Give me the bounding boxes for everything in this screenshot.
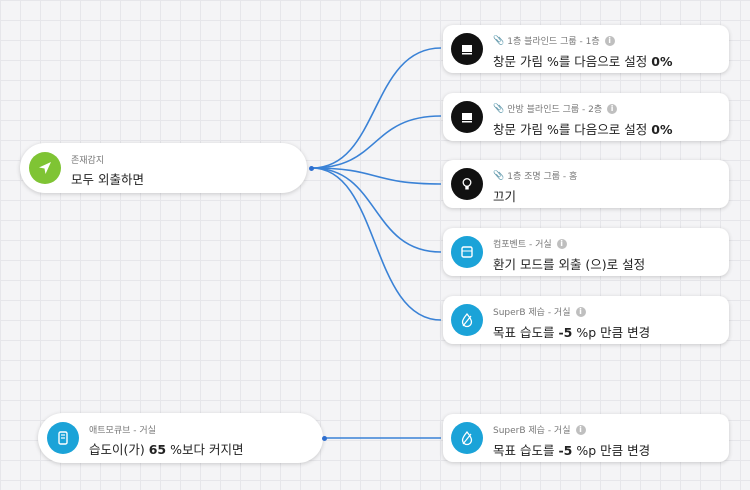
- action-icon: [451, 33, 483, 65]
- action-icon: [451, 101, 483, 133]
- wire-2: [311, 115, 442, 169]
- action-icon: [451, 422, 483, 454]
- trigger-icon: [47, 422, 79, 454]
- blind-icon: [462, 113, 472, 123]
- trigger-connector[interactable]: [309, 166, 314, 171]
- wire-3: [311, 167, 442, 185]
- action-icon: [451, 168, 483, 200]
- trigger-title: 습도이(가) 65 %보다 커지면: [89, 442, 244, 457]
- device-icon: [58, 431, 68, 445]
- trigger-card-presence[interactable]: 존재감지 모두 외출하면: [20, 143, 307, 193]
- bulb-icon: [462, 178, 472, 190]
- action-title: 창문 가림 %를 다음으로 설정 0%: [493, 54, 673, 69]
- trigger-connector[interactable]: [322, 436, 327, 441]
- wire-4: [311, 167, 442, 253]
- drop-icon: [461, 312, 473, 328]
- wire-5: [311, 167, 442, 321]
- action-title: 환기 모드를 외출 (으)로 설정: [493, 257, 646, 272]
- wire-1: [311, 47, 442, 169]
- paperclip-icon: 📎: [493, 170, 505, 181]
- trigger-subtitle: 애트모큐브 - 거실: [89, 426, 156, 436]
- action-title: 목표 습도를 -5 %p 만큼 변경: [493, 443, 651, 458]
- trigger-subtitle: 존재감지: [71, 156, 105, 166]
- blind-icon: [462, 45, 472, 55]
- action-title: 끄기: [493, 189, 517, 204]
- info-icon[interactable]: i: [575, 306, 586, 317]
- action-subtitle: 📎1층 조명 그룹 - 홈: [493, 170, 578, 183]
- location-arrow-icon: [39, 162, 51, 174]
- action-icon: [451, 236, 483, 268]
- device-icon: [461, 246, 473, 258]
- trigger-title: 모두 외출하면: [71, 172, 144, 187]
- action-title: 목표 습도를 -5 %p 만큼 변경: [493, 325, 651, 340]
- drop-icon: [461, 430, 473, 446]
- action-card-light[interactable]: 📎1층 조명 그룹 - 홈 끄기: [443, 160, 729, 208]
- info-icon[interactable]: i: [607, 103, 618, 114]
- trigger-card-humidity[interactable]: 애트모큐브 - 거실 습도이(가) 65 %보다 커지면: [38, 413, 323, 463]
- paperclip-icon: 📎: [493, 103, 505, 114]
- action-icon: [451, 304, 483, 336]
- paperclip-icon: 📎: [493, 35, 505, 46]
- trigger-icon: [29, 152, 61, 184]
- action-title: 창문 가림 %를 다음으로 설정 0%: [493, 122, 673, 137]
- info-icon[interactable]: i: [604, 35, 615, 46]
- info-icon[interactable]: i: [556, 238, 567, 249]
- info-icon[interactable]: i: [575, 424, 586, 435]
